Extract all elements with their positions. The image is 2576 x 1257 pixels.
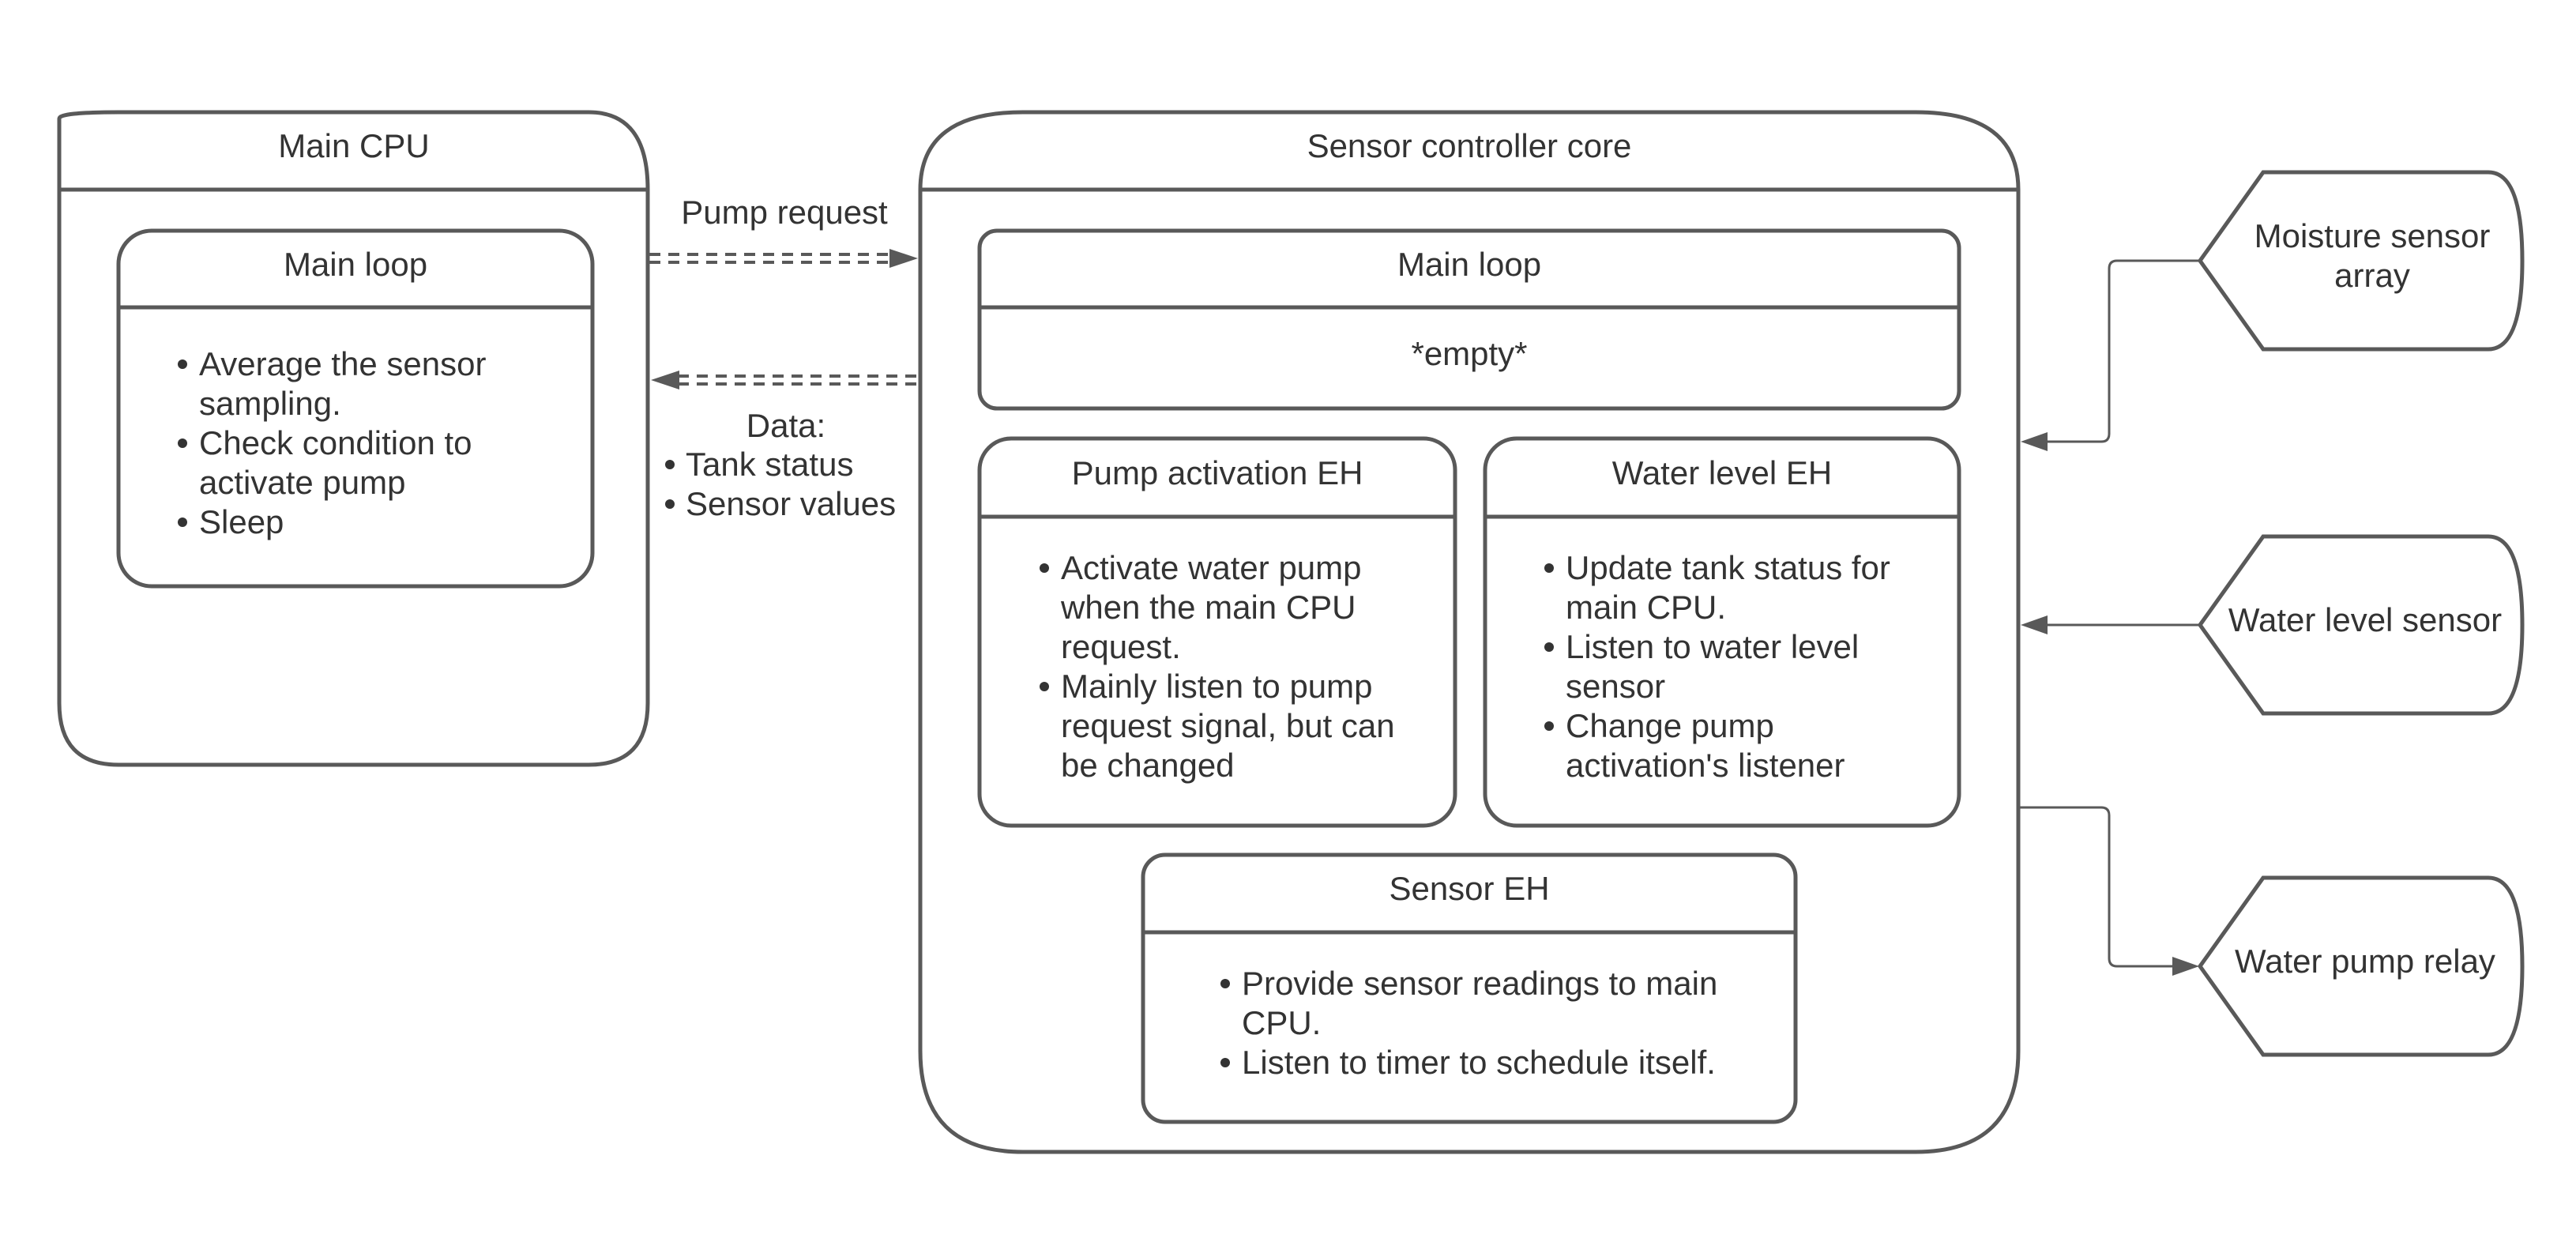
sensor-eh: Sensor EH Provide sensor readings to mai…: [1141, 852, 1798, 1124]
list-item: Provide sensor readings to main: [1242, 965, 1717, 1002]
water-level-sensor: Water level sensor: [2197, 534, 2525, 716]
list-item: request.: [1061, 628, 1181, 665]
arrow-left-icon: [651, 371, 679, 390]
list-item: Activate water pump: [1061, 549, 1362, 586]
moisture-label-line2: array: [2334, 257, 2410, 294]
core-main-loop: Main loop *empty*: [977, 228, 1961, 411]
list-item: when the main CPU: [1060, 589, 1356, 626]
bullet: [178, 438, 187, 448]
list-item: sensor: [1566, 668, 1665, 705]
list-item: CPU.: [1242, 1004, 1321, 1041]
bullet: [1040, 563, 1049, 573]
list-item: Listen to timer to schedule itself.: [1242, 1044, 1716, 1081]
bullet: [1544, 642, 1554, 652]
list-item: Listen to water level: [1566, 628, 1859, 665]
bullet: [665, 499, 675, 509]
moisture-sensor-array: Moisture sensor array: [2197, 170, 2525, 352]
arrow-right-icon: [889, 249, 918, 268]
bullet: [1040, 682, 1049, 691]
data-item: Sensor values: [686, 485, 896, 522]
list-item: Sleep: [199, 503, 284, 540]
water-pump-relay-label: Water pump relay: [2235, 943, 2495, 980]
data-label: Data:: [746, 407, 825, 444]
list-item: Update tank status for: [1566, 549, 1890, 586]
pump-request-label: Pump request: [681, 194, 888, 231]
data-link: Data: Tank status Sensor values: [651, 371, 918, 522]
pump-eh-title: Pump activation EH: [1072, 454, 1363, 491]
bullet: [665, 460, 675, 469]
list-item: Check condition to: [199, 424, 472, 461]
water-level-eh: Water level EH Update tank status for ma…: [1483, 436, 1961, 828]
sensor-core-title: Sensor controller core: [1307, 127, 1632, 164]
list-item: Change pump: [1566, 707, 1774, 744]
bullet: [178, 517, 187, 527]
list-item: main CPU.: [1566, 589, 1726, 626]
list-item: Mainly listen to pump: [1061, 668, 1373, 705]
main-cpu-title: Main CPU: [278, 127, 429, 164]
main-cpu-main-loop-title: Main loop: [284, 246, 427, 283]
bullet: [1544, 563, 1554, 573]
pump-activation-eh: Pump activation EH Activate water pump w…: [977, 436, 1457, 828]
water-level-sensor-label: Water level sensor: [2228, 601, 2502, 638]
arrow-right-icon: [2172, 957, 2199, 976]
list-item: be changed: [1061, 747, 1235, 784]
main-cpu-main-loop: Main loop Average the sensor sampling. C…: [116, 228, 595, 589]
list-item: request signal, but can: [1061, 707, 1395, 744]
list-item: Average the sensor: [199, 345, 486, 382]
bullet: [178, 359, 187, 369]
pump-request-link: Pump request: [649, 194, 918, 268]
list-item: activation's listener: [1566, 747, 1845, 784]
water-pump-relay: Water pump relay: [2197, 875, 2525, 1057]
water-level-connector: [2021, 615, 2200, 634]
moisture-label-line1: Moisture sensor: [2254, 217, 2491, 254]
arrow-left-icon: [2021, 615, 2048, 634]
moisture-connector: [2021, 259, 2200, 451]
core-main-loop-body: *empty*: [1411, 335, 1527, 372]
bullet: [1220, 1058, 1230, 1067]
list-item: sampling.: [199, 385, 341, 422]
bullet: [1220, 979, 1230, 988]
arrow-left-icon: [2021, 432, 2048, 451]
sensor-eh-title: Sensor EH: [1389, 870, 1549, 907]
list-item: activate pump: [199, 464, 405, 501]
water-eh-title: Water level EH: [1612, 454, 1833, 491]
core-main-loop-title: Main loop: [1397, 246, 1541, 283]
pump-relay-connector: [2020, 806, 2199, 976]
data-item: Tank status: [686, 446, 853, 483]
bullet: [1544, 721, 1554, 731]
